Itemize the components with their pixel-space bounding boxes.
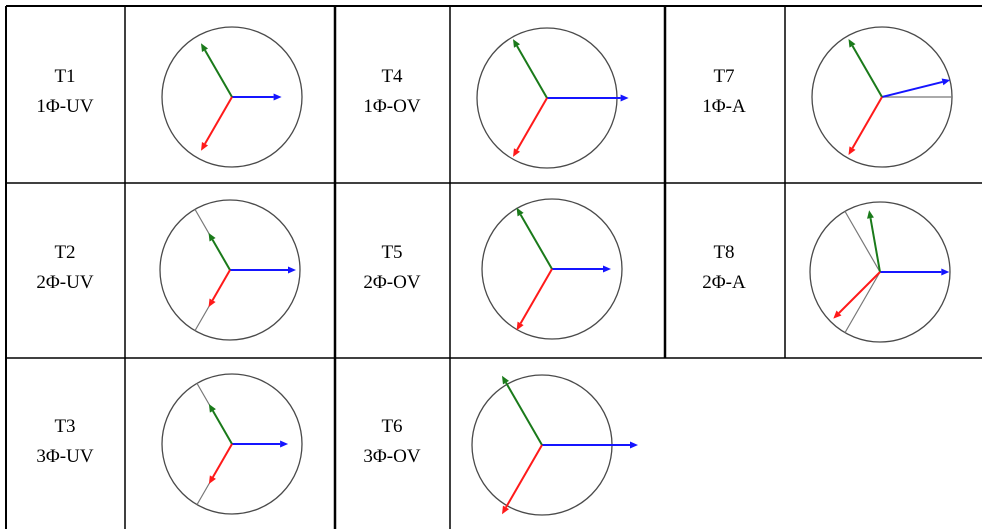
case-t3-phasor-diagram — [161, 373, 303, 515]
case-t5-title: T5 — [381, 242, 402, 263]
t1-phasor-b — [201, 43, 233, 98]
t3-unit-circle — [161, 373, 303, 515]
case-t7-phasor-diagram — [811, 26, 953, 168]
case-t5: T5 2Φ-OV — [363, 198, 623, 340]
case-t2-title: T2 — [54, 242, 75, 263]
t5-phasor-a — [552, 265, 611, 273]
t6-phasor-a — [542, 441, 638, 449]
t8-reference-line-0 — [844, 211, 881, 273]
case-t5-subtitle: 2Φ-OV — [363, 272, 420, 293]
t8-phasor-a — [880, 268, 950, 276]
t1-phasor-a — [232, 93, 282, 101]
case-t1-subtitle: 1Φ-UV — [36, 96, 93, 117]
case-t8-title: T8 — [713, 242, 734, 263]
case-t5-phasor-diagram — [481, 198, 623, 340]
case-t6-title: T6 — [381, 416, 402, 437]
t5-phasor-b — [516, 207, 553, 270]
case-t7: T7 1Φ-A — [702, 26, 953, 168]
t3-phasor-c — [208, 443, 233, 485]
t2-unit-circle — [159, 199, 301, 341]
case-t7-title: T7 — [713, 66, 734, 87]
t8-reference-line-1 — [844, 271, 881, 333]
t6-phasor-c — [502, 444, 543, 515]
case-t2: T2 2Φ-UV — [36, 199, 301, 341]
case-t8-phasor-diagram — [809, 201, 951, 343]
case-t6: T6 3Φ-OV — [363, 374, 638, 516]
t5-unit-circle — [481, 198, 623, 340]
case-t1: T1 1Φ-UV — [36, 26, 303, 168]
t2-phasor-a — [230, 266, 296, 274]
case-t6-subtitle: 3Φ-OV — [363, 446, 420, 467]
case-t8-subtitle: 2Φ-A — [702, 272, 746, 293]
case-t7-subtitle: 1Φ-A — [702, 96, 746, 117]
t3-phasor-b — [208, 403, 233, 445]
t8-unit-circle — [809, 201, 951, 343]
t1-unit-circle — [161, 26, 303, 168]
t6-phasor-b — [502, 375, 543, 446]
case-t6-phasor-diagram — [471, 374, 638, 516]
case-t2-subtitle: 2Φ-UV — [36, 272, 93, 293]
case-t4-subtitle: 1Φ-OV — [363, 96, 420, 117]
case-t3-subtitle: 3Φ-UV — [36, 446, 93, 467]
t5-phasor-c — [516, 268, 553, 331]
case-t1-phasor-diagram — [161, 26, 303, 168]
case-t4: T4 1Φ-OV — [363, 27, 629, 169]
t2-phasor-c — [208, 269, 231, 308]
grid-lines — [5, 5, 982, 529]
t8-phasor-c — [833, 271, 881, 319]
case-t3: T3 3Φ-UV — [36, 373, 303, 515]
t8-phasor-b — [867, 210, 881, 273]
t1-phasor-c — [201, 96, 233, 151]
t7-phasor-c — [848, 96, 883, 156]
case-t2-phasor-diagram — [159, 199, 301, 341]
t7-phasor-a — [881, 78, 951, 98]
case-t4-phasor-diagram — [476, 27, 629, 169]
t2-phasor-b — [208, 232, 231, 271]
t7-phasor-b — [848, 38, 883, 98]
t4-phasor-c — [513, 97, 548, 157]
t4-phasor-a — [547, 94, 629, 102]
t4-phasor-b — [513, 39, 548, 99]
t3-phasor-a — [232, 440, 289, 448]
case-t4-title: T4 — [381, 66, 403, 87]
case-t8: T8 2Φ-A — [702, 201, 951, 343]
case-t1-title: T1 — [54, 66, 75, 87]
case-t3-title: T3 — [54, 416, 75, 437]
